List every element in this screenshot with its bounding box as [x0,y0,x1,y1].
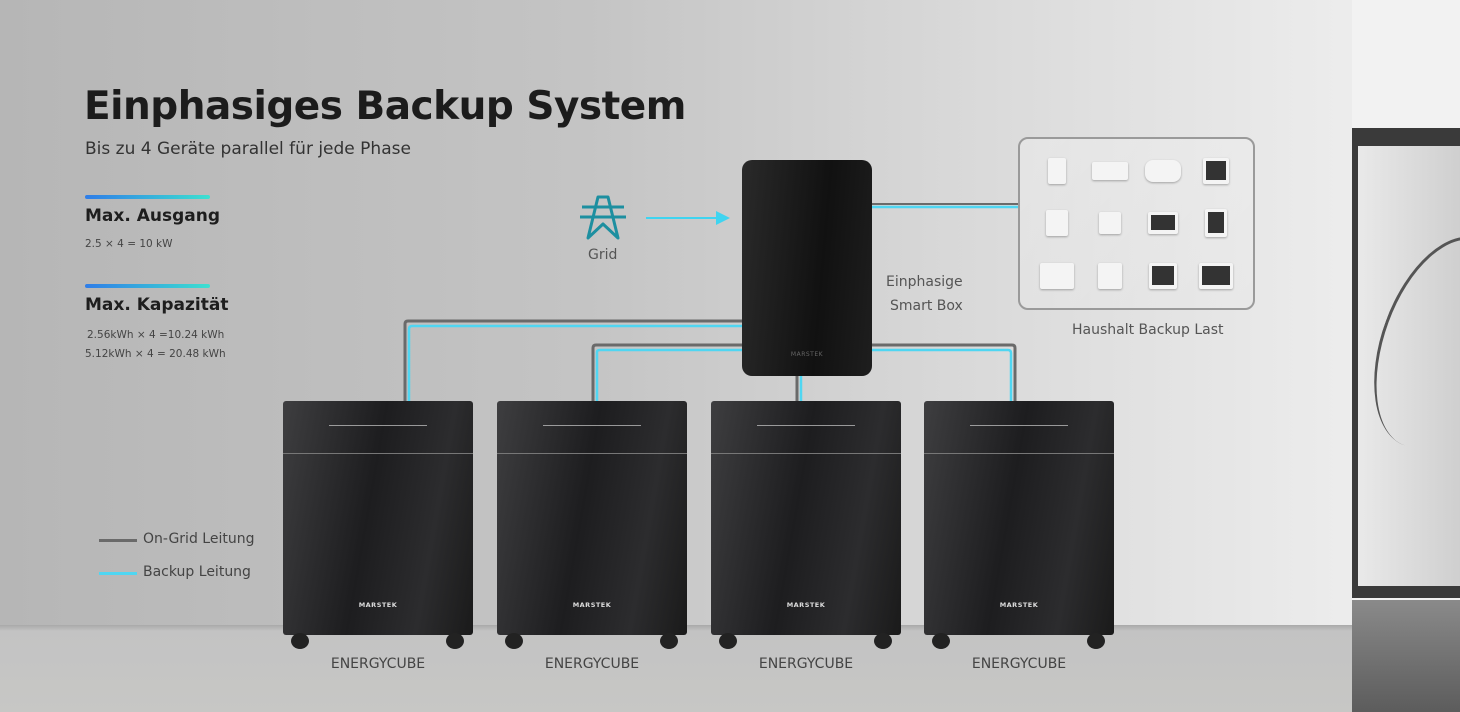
wheel [932,633,950,649]
backup-wire [407,324,745,402]
backup-wire [595,348,745,402]
wheel [719,633,737,649]
room-photo [1347,0,1460,712]
wheel [874,633,892,649]
microwave-icon [1137,250,1190,302]
air-conditioner-icon [1083,145,1136,197]
water-heater-icon [1137,145,1190,197]
oven-icon [1190,145,1243,197]
smart-box-brand: MARSTEK [790,351,824,358]
smart-box: MARSTEK [742,160,872,376]
washing-machine-icon [1030,197,1083,249]
legend-label: On-Grid Leitung [143,531,255,547]
spec-value: 2.56kWh × 4 =10.24 kWh [87,329,225,341]
power-tower-icon [580,195,626,240]
backup-wire [870,348,1013,402]
spec-value: 5.12kWh × 4 = 20.48 kWh [85,348,226,360]
energycube-3: MARSTEK [711,401,901,635]
cube-brand: MARSTEK [572,601,612,609]
wheel [1087,633,1105,649]
wheel [446,633,464,649]
cube-label: ENERGYCUBE [544,656,640,672]
page-subtitle: Bis zu 4 Geräte parallel für jede Phase [85,139,411,159]
smart-box-label: Einphasige [886,274,963,290]
grid-label: Grid [588,247,618,263]
energycube-1: MARSTEK [283,401,473,635]
on-grid-wire [403,319,745,402]
accent-bar [85,284,210,288]
on-grid-wire [870,343,1017,402]
energycube-2: MARSTEK [497,401,687,635]
backup-legend-line [99,572,137,575]
fridge-icon [1030,145,1083,197]
arrow-head-icon [716,211,730,225]
loads-label: Haushalt Backup Last [1072,322,1224,338]
spec-heading: Max. Ausgang [85,206,221,226]
household-loads-panel [1018,137,1255,310]
cube-brand: MARSTEK [786,601,826,609]
accent-bar [85,195,210,199]
router-icon [1083,197,1136,249]
cube-brand: MARSTEK [999,601,1039,609]
legend-label: Backup Leitung [143,564,251,580]
cube-label: ENERGYCUBE [971,656,1067,672]
rice-cooker-icon [1083,250,1136,302]
wheel [291,633,309,649]
spec-value: 2.5 × 4 = 10 kW [85,238,173,250]
smart-box-label: Smart Box [890,298,963,314]
page-title: Einphasiges Backup System [84,84,686,129]
cube-label: ENERGYCUBE [330,656,426,672]
energycube-4: MARSTEK [924,401,1114,635]
wheel [660,633,678,649]
cube-label: ENERGYCUBE [758,656,854,672]
tablet-icon [1190,197,1243,249]
cube-brand: MARSTEK [358,601,398,609]
coffee-machine-icon [1190,250,1243,302]
wheel [505,633,523,649]
on-grid-wire [591,343,745,402]
tv-icon [1137,197,1190,249]
on-grid-legend-line [99,539,137,542]
spec-heading: Max. Kapazität [85,295,229,315]
printer-icon [1030,250,1083,302]
